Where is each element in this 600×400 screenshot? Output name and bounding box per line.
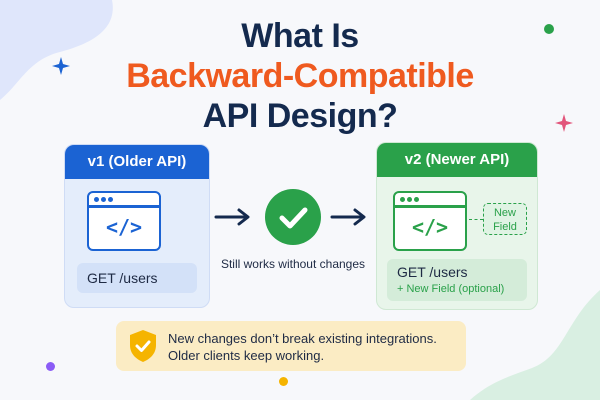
new-field-tag: New Field	[483, 203, 527, 235]
info-note-line-1: New changes don’t break existing integra…	[168, 331, 437, 346]
decor-dot-yellow	[279, 377, 288, 386]
page-title-line-2: Backward-Compatible	[126, 57, 474, 95]
new-field-connector	[469, 219, 483, 220]
page-title-line-3: API Design?	[202, 97, 398, 135]
code-glyph: </>	[105, 215, 143, 239]
v1-endpoint: GET /users	[77, 263, 197, 293]
corner-blob-top-left	[0, 0, 113, 100]
v2-card-header: v2 (Newer API)	[377, 143, 537, 177]
code-window-icon: </>	[87, 191, 161, 251]
info-note-text: New changes don’t break existing integra…	[168, 330, 437, 364]
decor-dot-purple	[46, 362, 55, 371]
corner-blob-bottom-right	[470, 290, 600, 400]
arrow-right-icon	[214, 208, 250, 226]
info-note: New changes don’t break existing integra…	[116, 321, 466, 371]
sparkle-icon	[52, 57, 70, 75]
decor-dot-green	[544, 24, 554, 34]
checkmark-badge	[265, 189, 321, 245]
checkmark-icon	[279, 207, 308, 229]
still-works-caption: Still works without changes	[220, 257, 366, 271]
v2-endpoint-box: GET /users + New Field (optional)	[387, 259, 527, 301]
v1-card: v1 (Older API) </> GET /users	[64, 144, 210, 308]
page-title-line-1: What Is	[241, 17, 359, 55]
v2-card: v2 (Newer API) </> New Field GET /users …	[376, 142, 538, 310]
code-window-icon: </>	[393, 191, 467, 251]
code-glyph: </>	[411, 215, 449, 239]
shield-check-icon	[130, 330, 156, 362]
v1-card-header: v1 (Older API)	[65, 145, 209, 179]
v2-endpoint: GET /users	[397, 264, 468, 280]
v2-endpoint-extra: + New Field (optional)	[397, 283, 505, 295]
info-note-line-2: Older clients keep working.	[168, 348, 325, 363]
sparkle-icon	[555, 114, 573, 132]
arrow-right-icon	[330, 208, 366, 226]
